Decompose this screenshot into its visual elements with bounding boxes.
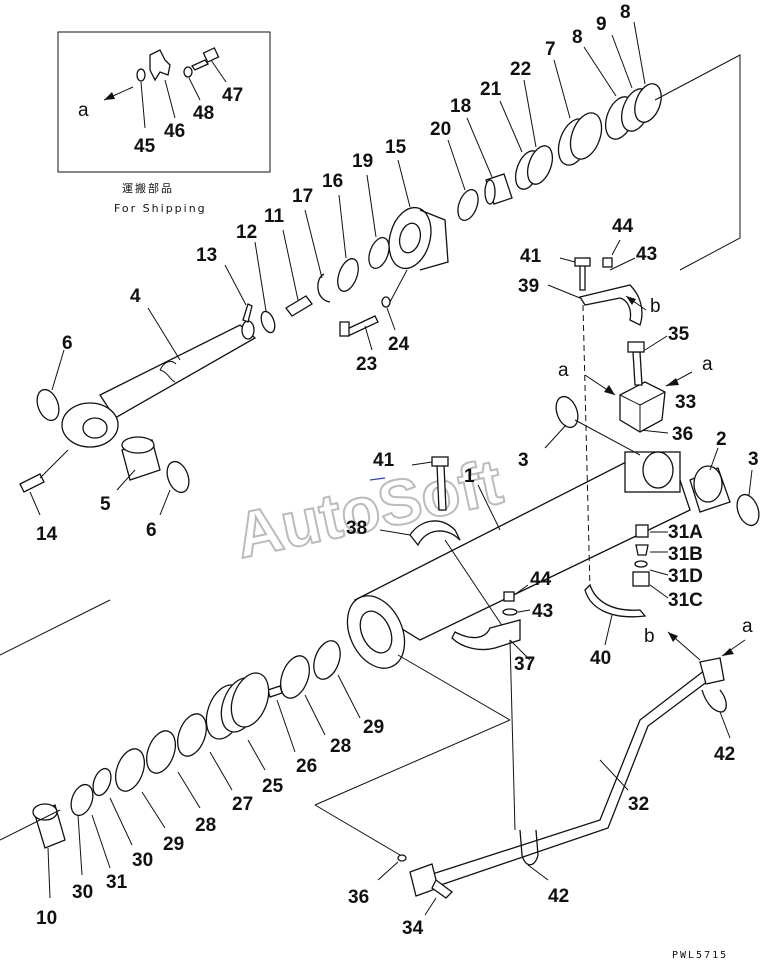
callout-10: 10: [36, 908, 57, 929]
callout-44a: 44: [612, 216, 634, 237]
callout-36b: 36: [348, 887, 369, 908]
callout-46: 46: [164, 121, 185, 142]
callout-20: 20: [430, 119, 451, 140]
piston: [205, 672, 270, 740]
view-ref-b-upper: b: [650, 296, 661, 317]
view-ref-b-lower: b: [644, 626, 655, 647]
tube-32: [409, 657, 725, 897]
callout-22: 22: [510, 59, 531, 80]
callout-3b: 3: [748, 449, 759, 470]
callout-35: 35: [668, 324, 690, 345]
shipping-english: For Shipping: [114, 202, 207, 215]
callout-8b: 8: [620, 2, 631, 23]
callout-27: 27: [232, 794, 253, 815]
callout-6b: 6: [146, 520, 157, 541]
callout-9: 9: [596, 14, 607, 35]
callout-23: 23: [356, 354, 377, 375]
callout-5: 5: [100, 494, 111, 515]
callout-39: 39: [518, 276, 539, 297]
callout-41b: 41: [373, 450, 395, 471]
callout-47: 47: [222, 85, 243, 106]
callout-2: 2: [716, 429, 727, 450]
callout-30b: 30: [72, 882, 93, 903]
callout-40: 40: [590, 648, 611, 669]
callout-33: 33: [675, 392, 696, 413]
callout-41a: 41: [520, 246, 542, 267]
callout-18: 18: [450, 96, 471, 117]
callout-6a: 6: [62, 333, 73, 354]
callout-1: 1: [464, 466, 475, 487]
callout-17: 17: [292, 186, 313, 207]
piston-rod: [61, 320, 257, 448]
view-ref-a-33-right: a: [702, 354, 713, 375]
callout-26: 26: [296, 756, 317, 777]
callout-44b: 44: [530, 569, 552, 590]
view-ref-a-inset: a: [78, 100, 89, 121]
callout-31b: 31B: [668, 544, 703, 565]
callout-4: 4: [130, 286, 141, 307]
callout-29b: 29: [163, 834, 184, 855]
callout-48: 48: [193, 103, 214, 124]
cylinder-head: [388, 206, 449, 271]
shipping-japanese: 運搬部品: [122, 181, 174, 195]
callout-29a: 29: [363, 717, 384, 738]
callout-8a: 8: [572, 27, 583, 48]
callout-12: 12: [236, 222, 257, 243]
callout-24: 24: [388, 334, 410, 355]
callout-31: 31: [106, 872, 128, 893]
callout-3a: 3: [518, 450, 529, 471]
callout-31c: 31C: [668, 590, 703, 611]
callout-16: 16: [322, 171, 343, 192]
callout-31d: 31D: [668, 566, 703, 587]
callout-28b: 28: [195, 815, 216, 836]
callout-14: 14: [36, 524, 58, 545]
callout-11: 11: [264, 206, 285, 227]
callout-7: 7: [545, 39, 556, 60]
callout-36a: 36: [672, 424, 693, 445]
callout-38: 38: [346, 518, 367, 539]
callout-42a: 42: [548, 886, 569, 907]
callout-37: 37: [514, 654, 535, 675]
seal-part-7: [557, 112, 603, 166]
callout-13: 13: [196, 245, 217, 266]
view-ref-a-lower: a: [742, 616, 753, 637]
callout-34: 34: [402, 918, 424, 939]
callout-43a: 43: [636, 244, 657, 265]
callout-21: 21: [480, 79, 502, 100]
callout-45: 45: [134, 136, 156, 157]
callout-32: 32: [628, 794, 649, 815]
callout-31a: 31A: [668, 522, 703, 543]
callout-30a: 30: [132, 850, 153, 871]
shipping-inset: a 45 46 48 47: [57, 31, 271, 173]
view-ref-a-33-left: a: [558, 360, 569, 381]
callout-15: 15: [385, 137, 407, 158]
valve-block: [619, 381, 666, 433]
callout-43b: 43: [532, 601, 553, 622]
drawing-code: PWL5715: [672, 950, 728, 961]
cylinder-barrel: [346, 451, 691, 669]
callout-19: 19: [352, 151, 373, 172]
callout-28a: 28: [330, 736, 351, 757]
callout-42b: 42: [714, 744, 735, 765]
callout-25: 25: [262, 776, 284, 797]
